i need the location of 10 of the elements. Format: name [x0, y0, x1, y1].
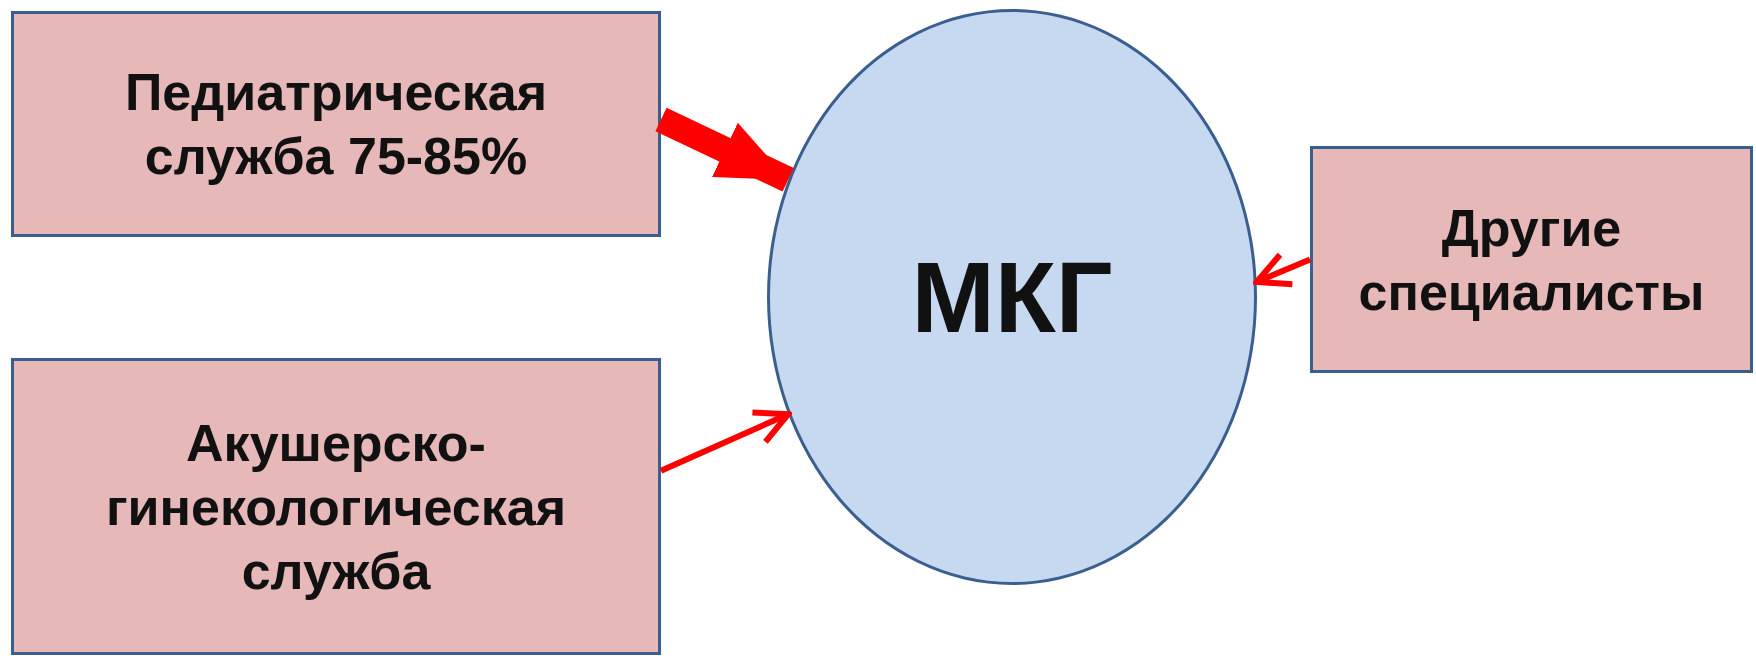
service-box: [11, 11, 661, 237]
arrow: [655, 107, 794, 192]
node-label: Акушерско- гинекологическая служба: [104, 412, 568, 602]
node-label: МКГ: [911, 242, 1113, 352]
node-label: Педиатрическая служба 75-85%: [124, 62, 548, 187]
arrow: [1253, 251, 1312, 288]
service-box: [1310, 146, 1753, 373]
arrow: [659, 409, 792, 474]
node-label: Другие специалисты: [1357, 197, 1706, 323]
service-box: [11, 358, 661, 655]
